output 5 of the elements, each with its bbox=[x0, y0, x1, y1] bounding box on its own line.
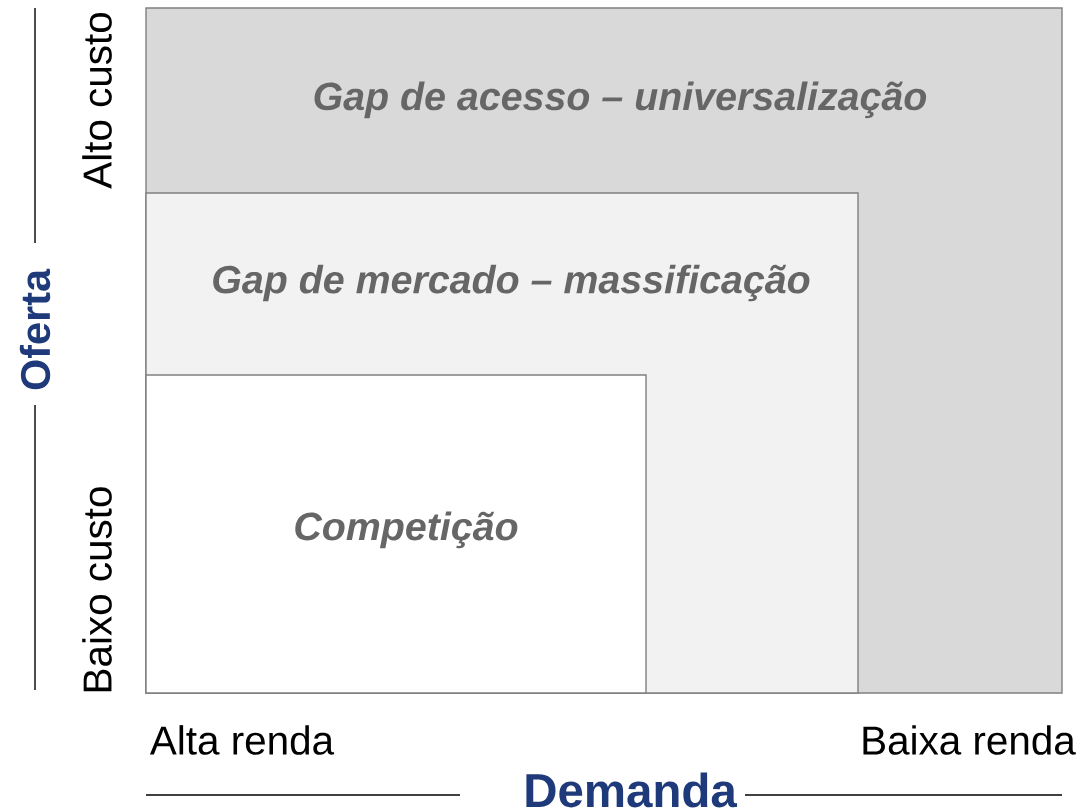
axis-title: Demanda bbox=[526, 772, 738, 808]
region-box: Competição bbox=[145, 374, 647, 694]
axis-label: Baixa renda bbox=[863, 725, 1076, 755]
axis-label: Alto custo bbox=[82, 13, 112, 189]
axis-title: Oferta bbox=[19, 268, 51, 390]
